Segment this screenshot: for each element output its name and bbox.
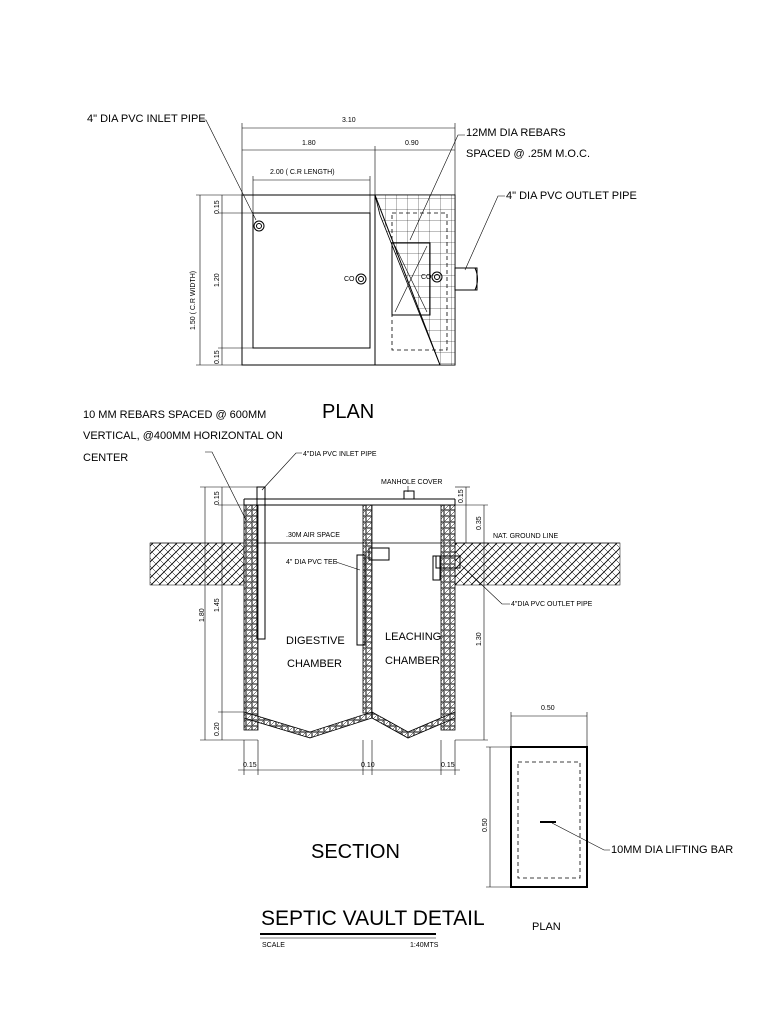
plan-digestive-chamber bbox=[252, 212, 371, 349]
section-digestive-label-2: CHAMBER bbox=[287, 658, 342, 670]
plan-co-label-2: CO bbox=[421, 274, 432, 281]
section-label-ground: NAT. GROUND LINE bbox=[493, 533, 559, 540]
plan-co-label-1: CO bbox=[344, 276, 355, 283]
section-label-tee: 4" DIA PVC TEE bbox=[286, 559, 338, 566]
plan-dim-bottom: 0.15 bbox=[214, 350, 221, 364]
plan-top: CO CO 3.10 1.80 0.90 2.00 ( C.R LENGTH) … bbox=[87, 113, 637, 423]
section-dim-bottom-mid: 0.10 bbox=[361, 762, 375, 769]
section-dim-bottom-left: 0.15 bbox=[243, 762, 257, 769]
plan-label-inlet-pipe: 4" DIA PVC INLET PIPE bbox=[87, 113, 206, 125]
section-right-wall bbox=[440, 504, 456, 731]
section-label-rebars-2: VERTICAL, @400MM HORIZONTAL ON bbox=[83, 430, 283, 442]
section-label-inlet-pipe: 4"DIA PVC INLET PIPE bbox=[303, 451, 377, 458]
section-inlet-pipe bbox=[256, 486, 266, 640]
cover-plan: 0.50 0.50 10MM DIA LIFTING BAR PLAN bbox=[482, 705, 733, 933]
section-mid-wall bbox=[362, 504, 373, 714]
section-leaching-label-2: CHAMBER bbox=[385, 655, 440, 667]
section-dim-right-mid: 1.30 bbox=[476, 632, 483, 646]
section: DIGESTIVE CHAMBER LEACHING CHAMBER 10 MM… bbox=[83, 409, 621, 863]
section-title: SECTION bbox=[311, 841, 400, 863]
cover-label-lifting-bar: 10MM DIA LIFTING BAR bbox=[611, 844, 733, 856]
section-dim-right-top: 0.15 bbox=[458, 489, 465, 503]
section-dim-bottom-right: 0.15 bbox=[441, 762, 455, 769]
cover-dim-w: 0.50 bbox=[541, 705, 555, 712]
section-leaching-label-1: LEACHING bbox=[385, 631, 441, 643]
plan-dim-width: 1.50 ( C.R WIDTH) bbox=[190, 271, 197, 330]
cover-title: PLAN bbox=[532, 921, 561, 933]
scale-label: SCALE bbox=[262, 942, 285, 949]
section-dim-left-top: 0.15 bbox=[214, 491, 221, 505]
section-dim-right-air: 0.35 bbox=[476, 516, 483, 530]
plan-dim-top: 0.15 bbox=[214, 200, 221, 214]
plan-inlet-pipe-symbol bbox=[253, 220, 265, 232]
section-left-wall bbox=[243, 504, 259, 731]
plan-title: PLAN bbox=[322, 401, 374, 423]
section-label-rebars-3: CENTER bbox=[83, 452, 128, 464]
section-label-outlet-pipe: 4"DIA PVC OUTLET PIPE bbox=[511, 601, 593, 608]
plan-dim-right: 0.90 bbox=[405, 140, 419, 147]
plan-dim-overall: 3.10 bbox=[342, 117, 356, 124]
plan-cleanout-2 bbox=[431, 271, 443, 283]
plan-baffle-box bbox=[391, 242, 431, 316]
section-floor-leaching bbox=[371, 711, 456, 739]
section-label-air-space: .30M AIR SPACE bbox=[286, 532, 340, 539]
scale-value: 1:40MTS bbox=[410, 942, 439, 949]
cover-outer bbox=[510, 746, 588, 888]
drawing-title: SEPTIC VAULT DETAIL bbox=[261, 907, 485, 930]
plan-dim-mid: 1.20 bbox=[214, 273, 221, 287]
section-digestive-label-1: DIGESTIVE bbox=[286, 635, 345, 647]
cover-inner-dashed bbox=[517, 761, 581, 879]
section-dim-left-total: 1.80 bbox=[199, 608, 206, 622]
section-tee-pipe bbox=[368, 547, 390, 561]
plan-cleanout-1 bbox=[355, 273, 367, 285]
cover-dim-h: 0.50 bbox=[482, 818, 489, 832]
section-floor-digestive bbox=[243, 711, 373, 739]
section-dim-left-mid: 1.45 bbox=[214, 598, 221, 612]
section-manhole-cover bbox=[403, 490, 415, 500]
plan-grid-hatch bbox=[374, 194, 456, 366]
plan-label-rebars-1: 12MM DIA REBARS bbox=[466, 127, 566, 139]
section-earth-right bbox=[454, 542, 621, 586]
section-label-manhole: MANHOLE COVER bbox=[381, 479, 442, 486]
section-earth-left bbox=[149, 542, 245, 586]
section-dim-left-bottom: 0.20 bbox=[214, 722, 221, 736]
plan-label-outlet-pipe: 4" DIA PVC OUTLET PIPE bbox=[506, 190, 637, 202]
plan-dim-left: 1.80 bbox=[302, 140, 316, 147]
plan-label-rebars-2: SPACED @ .25M M.O.C. bbox=[466, 148, 590, 160]
plan-outlet-pipe bbox=[454, 267, 478, 291]
section-outlet-pipe bbox=[435, 555, 461, 569]
section-label-rebars-1: 10 MM REBARS SPACED @ 600MM bbox=[83, 409, 266, 421]
title-block: SEPTIC VAULT DETAIL SCALE 1:40MTS bbox=[260, 907, 485, 949]
plan-dim-cr-length: 2.00 ( C.R LENGTH) bbox=[270, 169, 335, 176]
